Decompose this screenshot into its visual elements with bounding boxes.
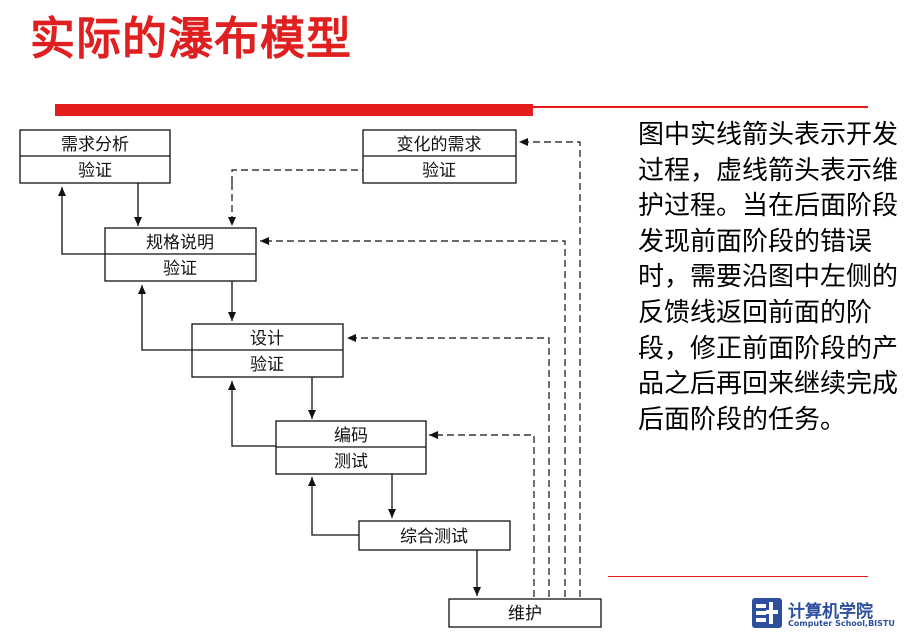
title-underline-thin: [533, 106, 868, 108]
maintenance-arrows: [228, 138, 581, 597]
stage-label-specification: 规格说明: [146, 233, 214, 253]
feedback-arrow-4: [308, 477, 359, 536]
stage-boxes: [19, 129, 602, 628]
maint-arrow-spec: [260, 237, 566, 597]
school-logo-icon: [752, 598, 782, 628]
development-arrows: [134, 183, 481, 596]
stage-label-maintenance: 维护: [508, 604, 542, 624]
stage-verify-design: 验证: [250, 355, 284, 375]
feedback-arrows: [58, 187, 359, 536]
stage-test-coding: 测试: [334, 452, 368, 472]
feedback-arrow-2: [138, 285, 192, 351]
maint-line-changed-req: [231, 169, 363, 183]
box-maintenance: [448, 598, 602, 628]
maint-arrow-changed-req: [519, 138, 581, 597]
stage-label-requirements: 需求分析: [61, 135, 129, 155]
changed-req-verify: 验证: [422, 161, 456, 181]
slide-title: 实际的瀑布模型: [30, 12, 353, 65]
school-name-en: Computer School,BISTU: [788, 619, 895, 628]
stage-label-coding: 编码: [334, 426, 368, 446]
school-name-cn: 计算机学院: [788, 602, 873, 622]
stage-label-design: 设计: [250, 329, 284, 349]
feedback-arrow-3: [228, 381, 276, 447]
stage-verify-specification: 验证: [163, 259, 197, 279]
feedback-arrow-1: [58, 187, 105, 255]
description-text: 图中实线箭头表示开发过程，虚线箭头表示维护过程。当在后面阶段发现前面阶段的错误时…: [638, 120, 899, 435]
box-integration-test: [358, 520, 511, 551]
maint-arrow-code: [429, 431, 535, 597]
changed-req-label: 变化的需求: [397, 135, 482, 155]
stage-labels: 需求分析 验证 变化的需求 验证 规格说明 验证 设计 验证 编码 测试 综合测…: [61, 135, 542, 624]
footer-divider: [608, 576, 868, 577]
title-underline-bar: [55, 104, 533, 116]
maint-arrow-design: [347, 334, 550, 597]
stage-label-integration-test: 综合测试: [400, 527, 468, 547]
stage-verify-requirements: 验证: [78, 161, 112, 181]
